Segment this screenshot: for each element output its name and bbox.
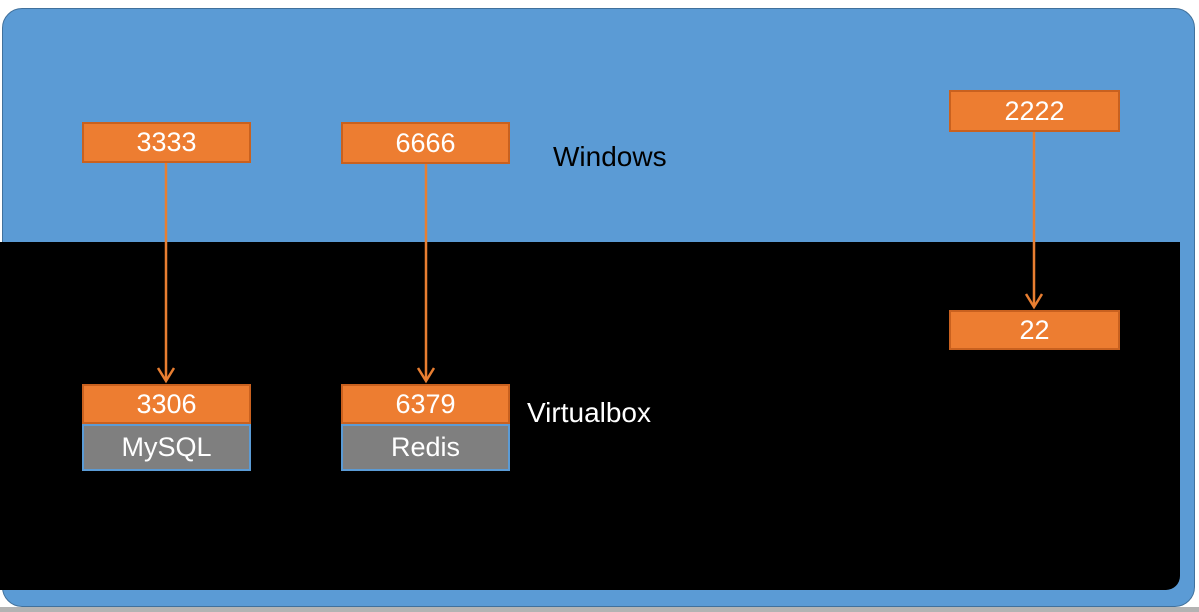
guest-port-box-3306: 3306: [82, 384, 251, 424]
guest-port-box-6379: 6379: [341, 384, 510, 424]
virtualbox-region-label: Virtualbox: [527, 397, 652, 428]
host-port-3333-label: 3333: [136, 127, 197, 157]
windows-region-label: Windows: [553, 141, 667, 172]
host-port-box-3333: 3333: [82, 122, 251, 163]
service-mysql-label: MySQL: [121, 432, 212, 462]
guest-port-3306-label: 3306: [136, 388, 197, 419]
service-redis-label: Redis: [390, 432, 461, 462]
host-port-2222-label: 2222: [1004, 95, 1065, 126]
guest-port-box-22: 22: [949, 310, 1120, 350]
host-port-box-6666: 6666: [341, 122, 510, 164]
host-port-box-2222: 2222: [949, 90, 1120, 132]
host-port-6666-label: 6666: [395, 127, 456, 158]
service-box-mysql: MySQL: [82, 424, 251, 471]
slide-bottom-edge: [0, 607, 1199, 612]
guest-port-22-label: 22: [1019, 314, 1050, 345]
guest-port-6379-label: 6379: [395, 388, 456, 419]
service-box-redis: Redis: [341, 424, 510, 471]
